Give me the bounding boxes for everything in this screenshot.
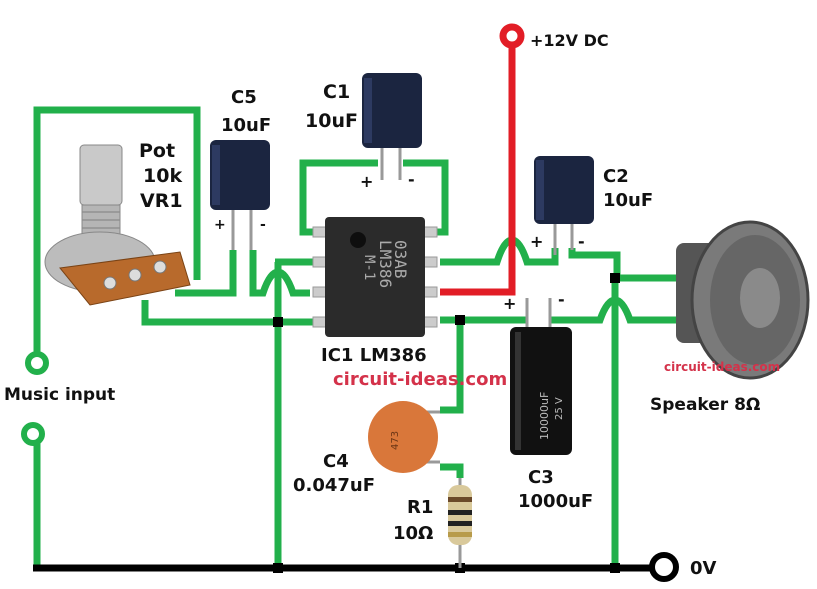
capacitor-c4[interactable]: 473 [368, 401, 440, 473]
speaker[interactable] [676, 220, 810, 380]
supply-terminal[interactable] [499, 23, 525, 49]
c2-minus: - [578, 232, 585, 251]
c4-code: 473 [390, 431, 401, 450]
junction-dot [273, 563, 283, 573]
speaker-label: Speaker 8Ω [650, 395, 760, 415]
c3-value-label: 1000uF [518, 491, 593, 512]
ic-marking-1: 03AB [391, 240, 410, 279]
c1-ref-label: C1 [323, 81, 350, 103]
c5-plus: + [214, 217, 226, 233]
pot-shaft [79, 144, 123, 206]
c5-minus: - [260, 217, 266, 233]
junction-dot [610, 273, 620, 283]
wire-output-to-c4 [440, 320, 464, 414]
capacitor-c1[interactable] [362, 73, 422, 180]
wire-c1-plus [299, 159, 378, 236]
ic-lm386[interactable]: 03AB LM386 M-1 [312, 217, 438, 337]
pot-ref-label: VR1 [140, 190, 183, 212]
capacitor-c3[interactable]: 10000uF 25 V [510, 298, 572, 455]
ic-label: IC1 LM386 [321, 345, 427, 366]
c1-value-label: 10uF [305, 110, 358, 132]
junction-dot [455, 315, 465, 325]
wire-c2-minus [568, 248, 680, 282]
watermark-main: circuit-ideas.com [333, 369, 507, 390]
watermark-speaker: circuit-ideas.com [664, 360, 780, 374]
c2-plus: + [530, 232, 543, 251]
ic-marking-3: M-1 [361, 255, 377, 280]
resistor-r1[interactable] [448, 478, 472, 568]
c1-plus: + [360, 172, 373, 191]
c5-value-label: 10uF [221, 115, 271, 136]
wire-pot-to-c5 [175, 250, 237, 297]
junction-dot [610, 563, 620, 573]
c3-ref-label: C3 [528, 467, 554, 488]
capacitor-c5[interactable] [210, 140, 270, 250]
supply-label: +12V DC [530, 31, 609, 50]
supply-wire [440, 48, 516, 296]
pot-value-label: 10k [143, 165, 182, 187]
wire-pot-ground [141, 300, 315, 326]
ground-label: 0V [690, 558, 717, 579]
c2-ref-label: C2 [603, 166, 629, 187]
c4-ref-label: C4 [323, 451, 349, 472]
c1-minus: - [408, 170, 415, 189]
c3-body-text-1: 10000uF [538, 392, 551, 440]
signal-wires [33, 106, 680, 568]
music-input-terminal-bottom[interactable] [21, 422, 45, 446]
junction-dot [273, 317, 283, 327]
ic-pin1-dot [350, 232, 366, 248]
r1-ref-label: R1 [407, 497, 433, 518]
potentiometer-vr1[interactable] [44, 144, 191, 306]
c3-plus: + [503, 294, 516, 313]
pot-name-label: Pot [139, 140, 175, 162]
music-input-label: Music input [4, 385, 115, 405]
wire-input-to-pot [33, 106, 201, 355]
c2-value-label: 10uF [603, 190, 653, 211]
c3-body-text-2: 25 V [554, 397, 565, 420]
ic-marking-2: LM386 [376, 240, 395, 288]
c3-minus: - [558, 290, 565, 309]
ground-terminal[interactable] [649, 552, 679, 582]
music-input-terminal-top[interactable] [25, 351, 49, 375]
wire-c4-to-r1 [440, 463, 464, 478]
r1-value-label: 10Ω [393, 523, 433, 544]
c5-ref-label: C5 [231, 87, 257, 108]
ic-body [325, 217, 425, 337]
c4-value-label: 0.047uF [293, 475, 375, 496]
capacitor-c2[interactable] [534, 156, 594, 255]
